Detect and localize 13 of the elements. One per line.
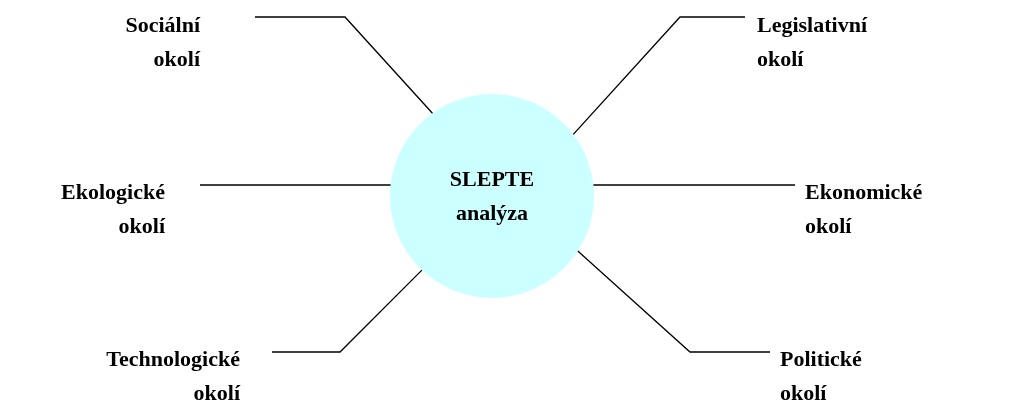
- topic-label: Ekonomické okolí: [805, 178, 924, 240]
- connector-line: [271, 269, 423, 353]
- topic-label: Technologické okolí: [105, 345, 240, 407]
- topic-label: Politické okolí: [780, 345, 863, 407]
- connector-line: [199, 184, 392, 186]
- connector-line: [254, 16, 434, 114]
- topic-label: Sociální okolí: [124, 11, 200, 73]
- topic-label: Ekologické okolí: [60, 178, 165, 240]
- circle-label: SLEPTE analýza: [448, 165, 536, 227]
- topic-label: Legislativní okolí: [757, 11, 869, 73]
- connector-line: [572, 16, 746, 136]
- connector-line: [577, 250, 771, 353]
- connector-line: [592, 184, 796, 186]
